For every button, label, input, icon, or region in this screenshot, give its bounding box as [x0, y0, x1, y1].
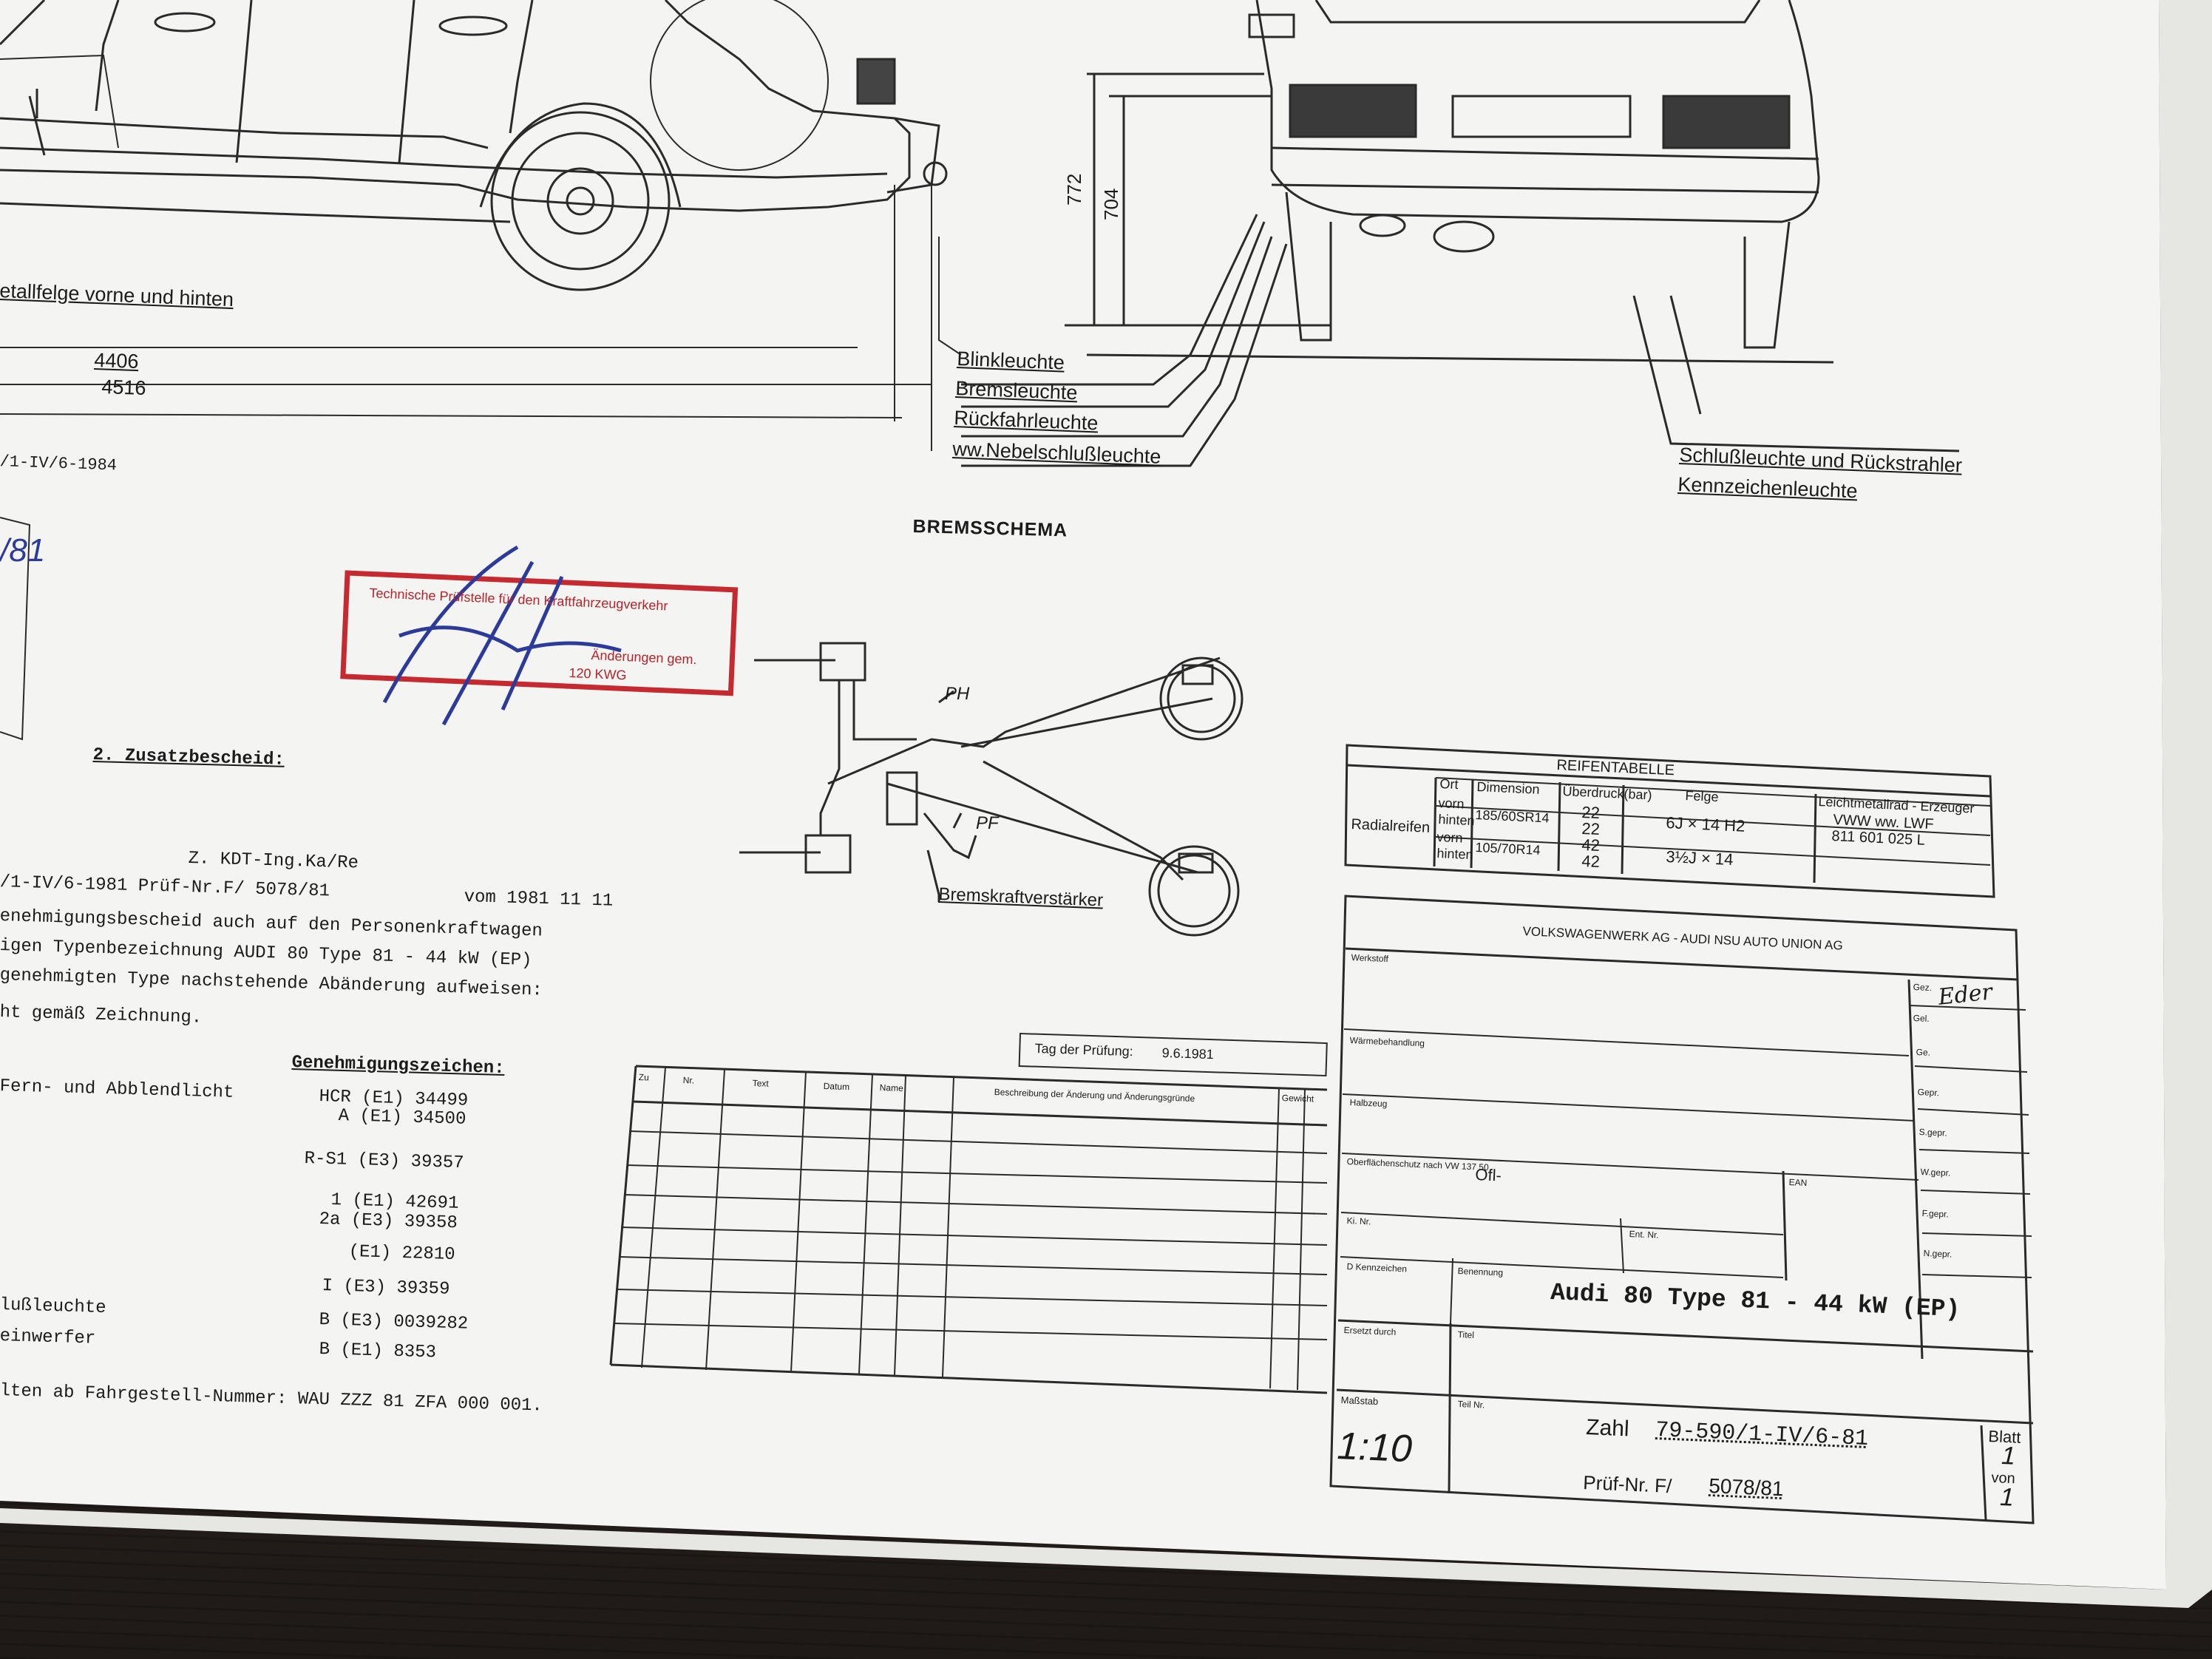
tire-pos-2: hinten: [1438, 812, 1475, 829]
halbzeug-label: Halbzeug: [1349, 1097, 1388, 1110]
tire-pos-3: vorn: [1436, 830, 1463, 846]
pruef-nr-label: Prüf-Nr. F/: [1582, 1471, 1672, 1497]
code-i: I (E3) 39359: [322, 1276, 450, 1300]
approval-stamp: [340, 545, 739, 726]
rear-view-car: [961, 0, 1960, 467]
benennung-label: Benennung: [1457, 1266, 1504, 1278]
ersatz-label: Ersetzt durch: [1343, 1325, 1397, 1337]
side-label-sgepr: S.gepr.: [1918, 1127, 1947, 1139]
tire-header-felge: Felge: [1685, 788, 1719, 805]
revision-header-name: Name: [879, 1082, 903, 1094]
code-b-e1: B (E1) 8353: [319, 1340, 437, 1363]
tire-row-label: Radialreifen: [1351, 816, 1431, 836]
dimension-4516: 4516: [101, 376, 147, 400]
side-label-fgepr: F.gepr.: [1921, 1208, 1949, 1220]
side-label-gepr: Gepr.: [1917, 1087, 1940, 1099]
side-label-gel: Gel.: [1913, 1013, 1930, 1024]
stamp-line-3: 120 KWG: [569, 665, 627, 683]
code-e1-22810: (E1) 22810: [348, 1242, 455, 1266]
doc-line-1-date: vom 1981 11 11: [464, 887, 614, 912]
side-label-ge: Ge.: [1916, 1047, 1931, 1058]
werkstoff-label: Werkstoff: [1351, 952, 1389, 965]
test-date-value: 9.6.1981: [1161, 1045, 1215, 1062]
ean-label: EAN: [1788, 1177, 1808, 1189]
ki-nr-label: Ki. Nr.: [1346, 1215, 1371, 1227]
brake-schema-diagram: [739, 642, 1244, 937]
side-label-gez: Gez.: [1913, 982, 1933, 994]
side-view-car: [0, 0, 948, 291]
side-label-wgepr: W.gepr.: [1920, 1167, 1951, 1178]
teil-nr-label: Teil Nr.: [1457, 1399, 1485, 1411]
label-pf: PF: [976, 813, 999, 833]
brake-schema-title: BREMSSCHEMA: [912, 516, 1068, 541]
code-b-e3: B (E3) 0039282: [319, 1310, 469, 1334]
side-label-ngepr: N.gepr.: [1923, 1248, 1953, 1260]
dimension-4406: 4406: [93, 349, 140, 373]
left-edge-fragment: /81: [0, 532, 46, 569]
code-a: A (E1) 34500: [338, 1106, 467, 1130]
tire-table-grid: [1344, 744, 1995, 898]
tire-header-dimension: Dimension: [1476, 779, 1540, 797]
label-blinkleuchte: Blinkleuchte: [956, 347, 1065, 374]
ent-nr-label: Ent. Nr.: [1629, 1229, 1659, 1241]
paper-sheet: [0, 0, 2166, 1590]
tire-rim-2: 3½J × 14: [1665, 847, 1734, 869]
pruef-nr-value: 5078/81: [1708, 1474, 1785, 1501]
rear-dim-772: 772: [1063, 173, 1085, 206]
tire-pos-4: hinten: [1436, 846, 1473, 863]
revision-header-datum: Datum: [823, 1081, 850, 1093]
item-schlussleuchte: lußleuchte: [0, 1295, 106, 1319]
zahl-label: Zahl: [1585, 1415, 1630, 1442]
code-2a: 2a (E3) 39358: [319, 1210, 458, 1234]
test-date-label: Tag der Prüfung:: [1034, 1041, 1134, 1059]
tire-pos-1: vorn: [1438, 795, 1465, 812]
rear-dim-704: 704: [1100, 188, 1122, 220]
label-bremsleuchte: Bremsleuchte: [954, 377, 1078, 404]
tire-header-ort: Ort: [1439, 776, 1459, 793]
revision-table-grid: [609, 1032, 1328, 1394]
title-block-grid: [1329, 895, 2035, 1524]
massstab-label: Maßstab: [1340, 1394, 1379, 1408]
revision-header-gewicht: Gewicht: [1281, 1093, 1314, 1105]
massstab-value: 1:10: [1336, 1424, 1414, 1471]
revision-header-text: Text: [752, 1078, 770, 1089]
item-scheinwerfer: einwerfer: [0, 1326, 96, 1349]
label-ph: PH: [945, 684, 970, 704]
titel-label: Titel: [1457, 1329, 1475, 1340]
von-value: 1: [1999, 1483, 2015, 1512]
tire-rim-1: 6J × 14 H2: [1665, 813, 1745, 835]
blatt-value: 1: [2001, 1442, 2016, 1470]
revision-header-zu: Zu: [638, 1072, 650, 1083]
tire-pressure-4: 42: [1581, 852, 1601, 872]
oberflaeche-value: Ofl-: [1474, 1165, 1502, 1185]
tire-dim-1: 185/60SR14: [1475, 807, 1550, 826]
tire-dim-2: 105/70R14: [1475, 840, 1541, 858]
revision-header-nr: Nr.: [682, 1075, 695, 1086]
